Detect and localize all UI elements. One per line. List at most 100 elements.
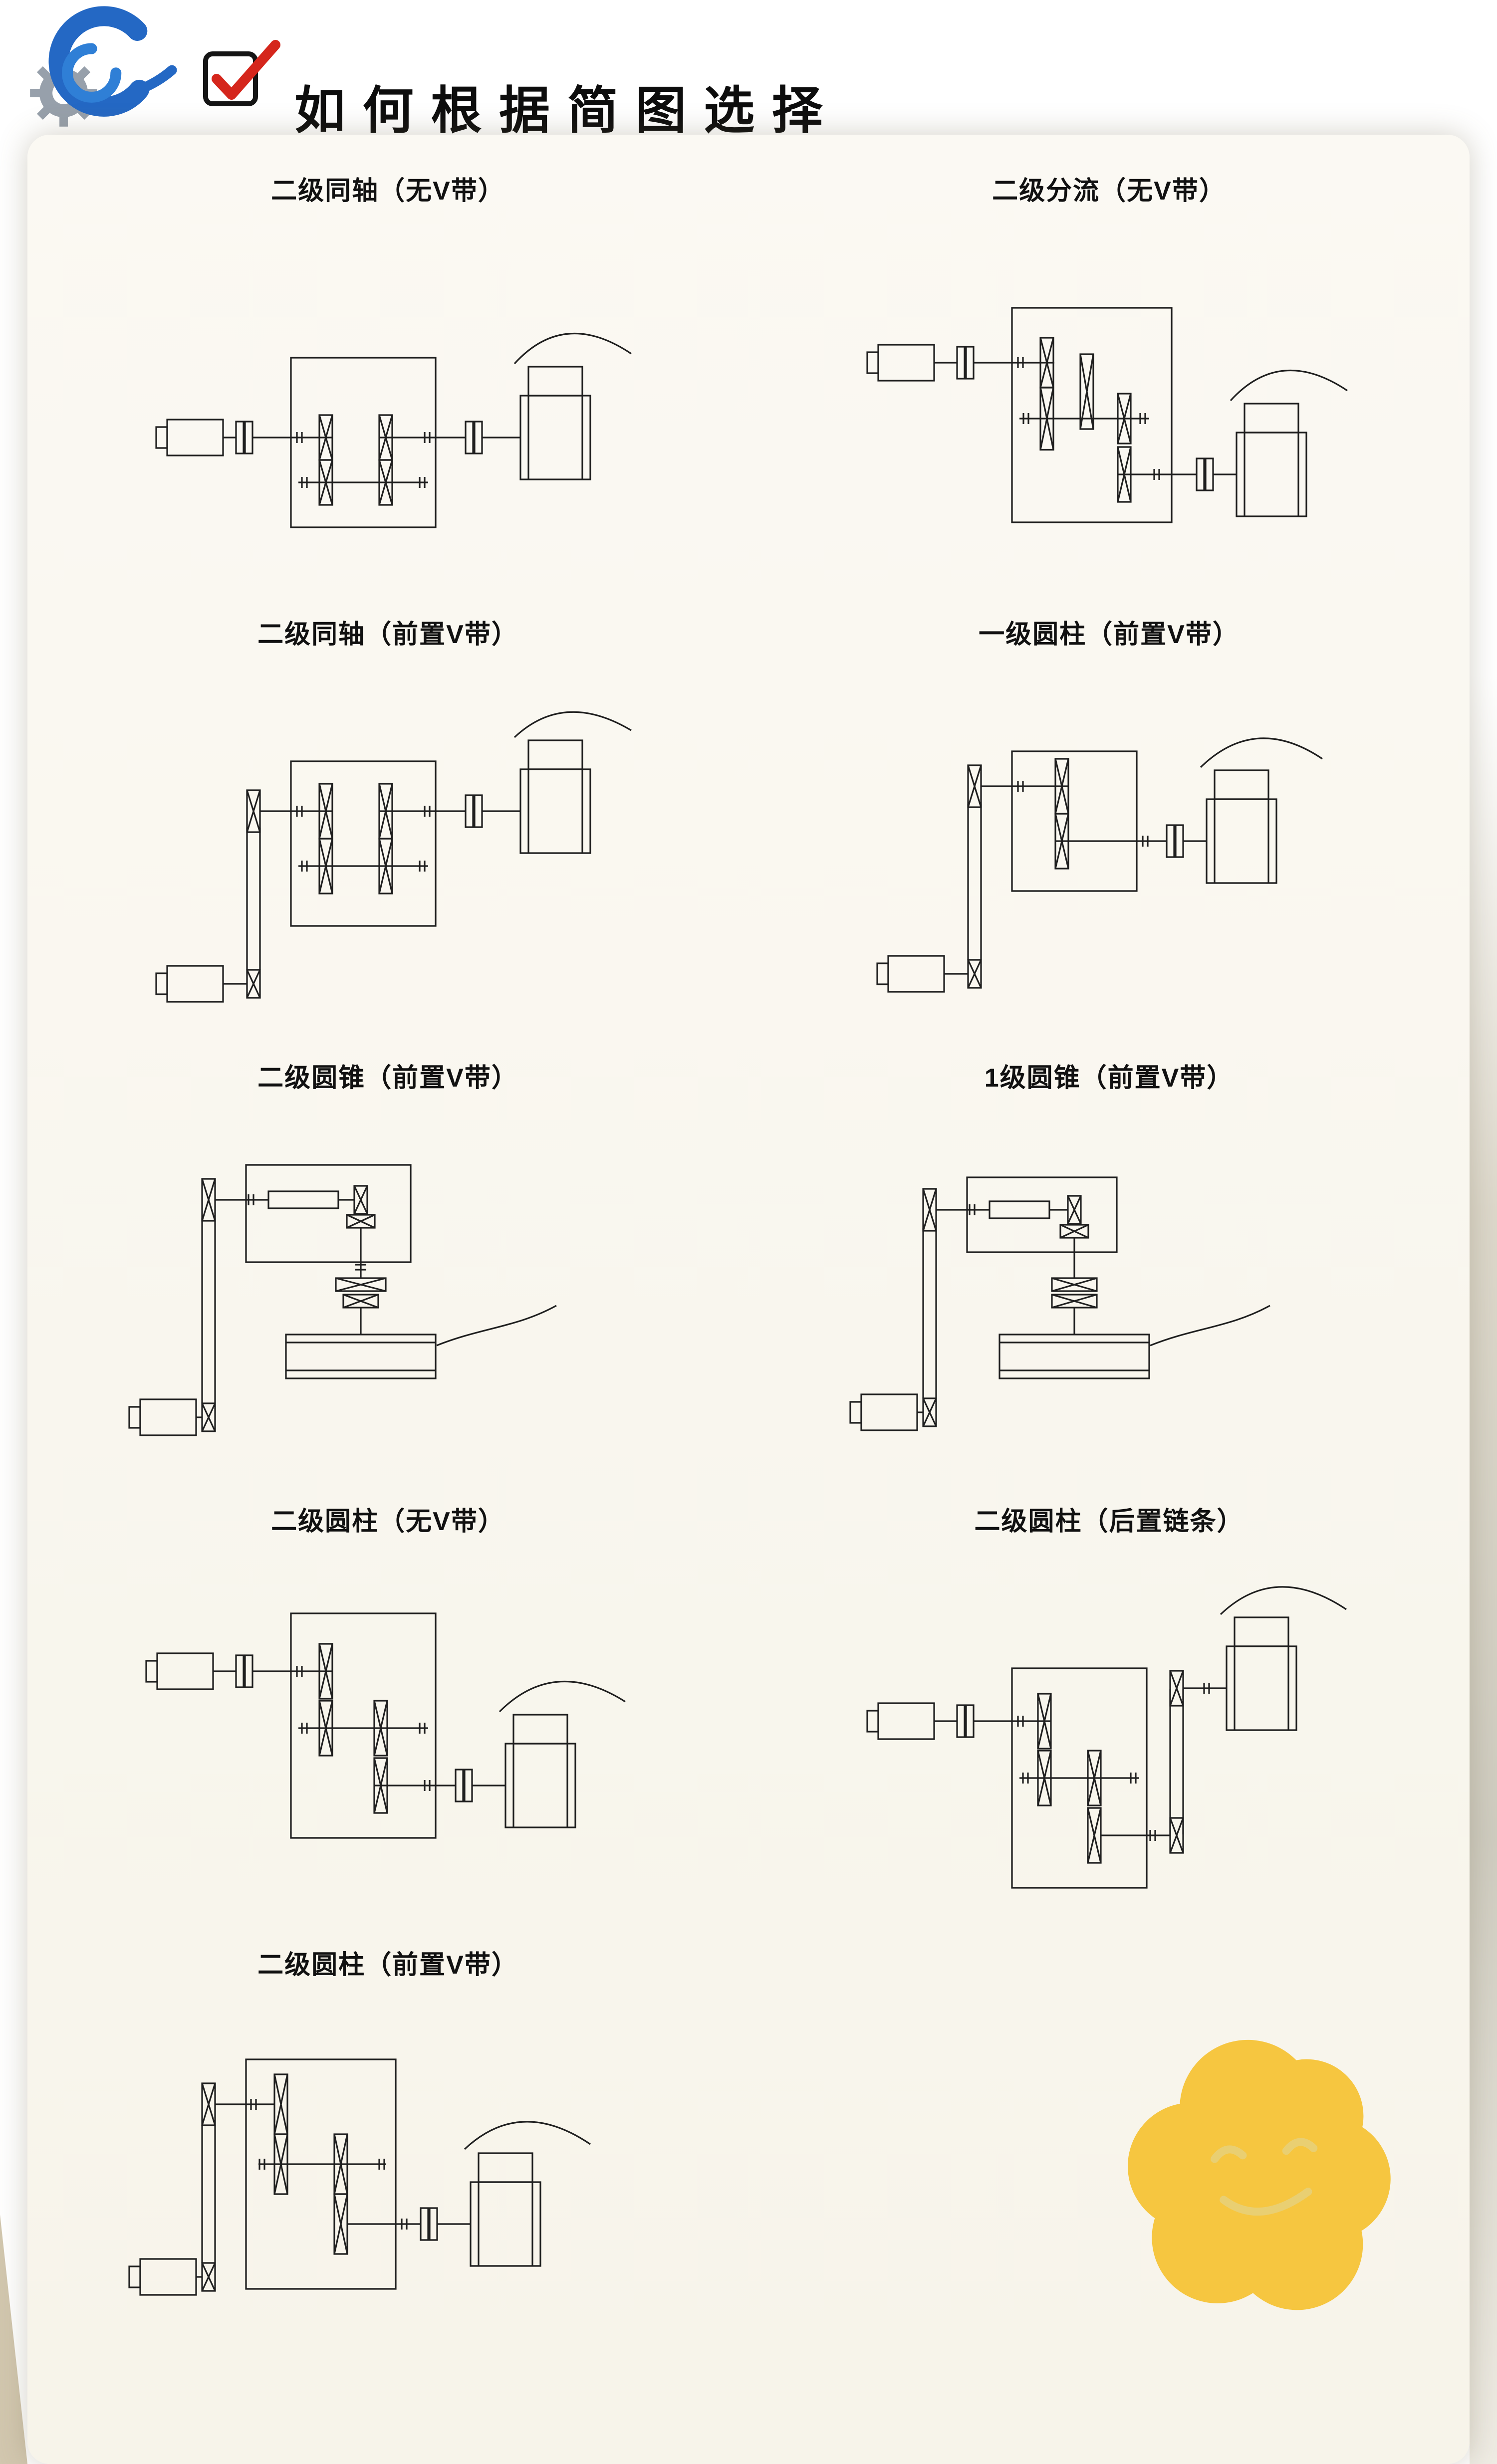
pulley-symbol bbox=[246, 789, 261, 833]
gearbox-outline bbox=[1012, 751, 1137, 891]
coupling-symbol bbox=[235, 421, 253, 454]
diagram-cell: 二级同轴（无V带） bbox=[27, 149, 748, 592]
diagram-label: 二级圆柱（无V带） bbox=[271, 1507, 505, 1536]
pulley-symbol bbox=[967, 959, 982, 989]
motor-symbol bbox=[145, 1652, 214, 1690]
v-belt-drive bbox=[201, 2082, 216, 2292]
motor-symbol bbox=[866, 1702, 935, 1740]
right-edge-shading bbox=[1470, 673, 1497, 2464]
rope-curve bbox=[465, 2122, 590, 2149]
gearbox-outline bbox=[291, 1613, 436, 1838]
gear-symbol bbox=[268, 1191, 338, 1208]
gearbox-outline bbox=[1012, 1668, 1147, 1888]
schematic-two-stage-cylindrical-no-belt bbox=[145, 1544, 650, 1923]
drum-symbol bbox=[1235, 403, 1307, 517]
diagram-label: 二级分流（无V带） bbox=[992, 177, 1226, 206]
bevel-gear-symbol bbox=[1059, 1224, 1089, 1239]
pulley-symbol bbox=[246, 969, 261, 999]
smiley-face bbox=[1215, 2142, 1313, 2212]
diagram-grid: 二级同轴（无V带） bbox=[27, 135, 1470, 2366]
coupling-symbol bbox=[464, 794, 483, 828]
gearbox-outline bbox=[1012, 308, 1172, 522]
gear-symbol bbox=[273, 2073, 288, 2135]
diagram-row: 二级圆柱（无V带） bbox=[27, 1479, 1470, 1923]
gear-symbol bbox=[334, 1277, 387, 1292]
bevel-gear-symbol bbox=[1066, 1195, 1082, 1225]
motor-symbol bbox=[128, 1398, 197, 1436]
gearbox-outline bbox=[291, 761, 436, 926]
rope-curve bbox=[1150, 1306, 1270, 1345]
motor-symbol bbox=[155, 965, 224, 1003]
bevel-gear-symbol bbox=[353, 1185, 368, 1215]
diagram-cell bbox=[748, 1923, 1470, 2366]
pulley-symbol bbox=[201, 2082, 216, 2126]
motor-symbol bbox=[155, 419, 224, 456]
drum-symbol bbox=[504, 1714, 576, 1828]
diagram-label: 1级圆锥（前置V带） bbox=[984, 1064, 1234, 1093]
content-panel: 二级同轴（无V带） bbox=[27, 135, 1470, 2464]
smile bbox=[1224, 2192, 1308, 2212]
drum-symbol bbox=[998, 1334, 1150, 1379]
v-belt-drive bbox=[246, 789, 261, 999]
coupling-symbol bbox=[1050, 1294, 1098, 1309]
drum-symbol bbox=[519, 366, 591, 480]
schematic-two-stage-cylindrical-rear-chain bbox=[866, 1544, 1371, 1923]
gear-symbol bbox=[990, 1201, 1049, 1218]
rope-curve bbox=[437, 1306, 556, 1345]
swirl-icon bbox=[59, 16, 172, 106]
diagram-row: 二级圆柱（前置V带） bbox=[27, 1923, 1470, 2366]
coupling-symbol bbox=[419, 2207, 438, 2241]
schematic-two-stage-coaxial-front-belt bbox=[155, 657, 650, 1003]
v-belt-drive bbox=[922, 1188, 937, 1427]
gearbox-outline bbox=[967, 1177, 1117, 1252]
drum-symbol bbox=[1205, 769, 1277, 884]
diagram-label: 二级同轴（无V带） bbox=[271, 177, 505, 206]
rope-curve bbox=[514, 334, 631, 364]
red-check-checkbox-icon bbox=[200, 35, 287, 112]
motor-symbol bbox=[849, 1393, 918, 1431]
diagram-cell: 二级分流（无V带） bbox=[748, 149, 1470, 592]
left-eye bbox=[1215, 2149, 1243, 2159]
diagram-cell: 一级圆柱（前置V带） bbox=[748, 592, 1470, 1036]
pulley-symbol bbox=[201, 1178, 216, 1222]
diagram-cell: 二级圆柱（无V带） bbox=[27, 1479, 748, 1923]
rope-curve bbox=[1221, 1587, 1346, 1614]
coupling-symbol bbox=[454, 1769, 473, 1802]
v-belt-drive bbox=[201, 1178, 216, 1432]
yellow-smiley-flower bbox=[1128, 2039, 1391, 2310]
diagram-label: 二级圆柱（前置V带） bbox=[257, 1951, 518, 1980]
pulley-symbol bbox=[922, 1188, 937, 1232]
schematic-two-stage-cylindrical-front-belt bbox=[128, 1987, 650, 2296]
bevel-gear-symbol bbox=[345, 1214, 376, 1229]
coupling-symbol bbox=[1195, 457, 1214, 491]
diagram-cell: 二级同轴（前置V带） bbox=[27, 592, 748, 1036]
pulley-symbol bbox=[967, 764, 982, 808]
bottom-left-corner-accent bbox=[0, 2215, 27, 2464]
schematic-two-stage-coaxial-no-belt bbox=[155, 213, 650, 592]
diagram-label: 二级同轴（前置V带） bbox=[257, 620, 518, 649]
pulley-symbol bbox=[922, 1397, 937, 1427]
drum-symbol bbox=[284, 1334, 437, 1379]
diagram-row: 二级同轴（无V带） bbox=[27, 149, 1470, 592]
rope-curve bbox=[1201, 738, 1322, 767]
motor-symbol bbox=[876, 955, 945, 993]
gear-symbol bbox=[333, 2193, 348, 2255]
gear-symbol bbox=[1086, 1807, 1102, 1864]
coupling-symbol bbox=[956, 1704, 975, 1738]
pulley-symbol bbox=[201, 1402, 216, 1432]
diagram-cell: 1级圆锥（前置V带） bbox=[748, 1036, 1470, 1479]
gearbox-outline bbox=[246, 2059, 396, 2289]
coupling-symbol bbox=[956, 346, 975, 380]
schematic-two-stage-split-no-belt bbox=[866, 213, 1371, 592]
diagram-cell: 二级圆柱（后置链条） bbox=[748, 1479, 1470, 1923]
motor-symbol bbox=[128, 2258, 197, 2296]
rope-curve bbox=[499, 1682, 625, 1712]
chain-drive bbox=[1169, 1670, 1184, 1854]
sprocket-symbol bbox=[1169, 1817, 1184, 1854]
diagram-row: 二级同轴（前置V带） bbox=[27, 592, 1470, 1036]
rope-curve bbox=[1231, 371, 1347, 401]
gearbox-outline bbox=[291, 358, 436, 527]
diagram-row: 二级圆锥（前置V带） bbox=[27, 1036, 1470, 1479]
gear-symbol bbox=[342, 1294, 379, 1309]
diagram-label: 二级圆柱（后置链条） bbox=[974, 1507, 1244, 1536]
